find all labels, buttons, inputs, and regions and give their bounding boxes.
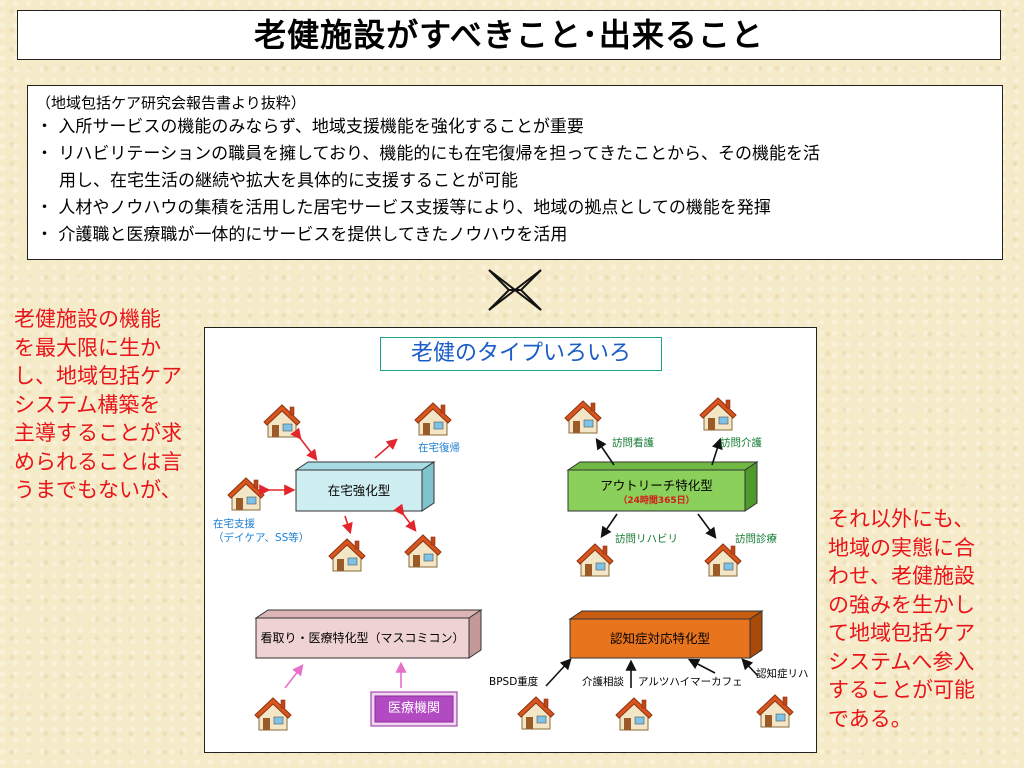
house-icon: [516, 693, 556, 733]
home-focus-box-label: 在宅強化型: [327, 483, 391, 498]
hospital-box-label: 医療機関: [387, 701, 440, 716]
house-icon: [698, 394, 738, 434]
excerpt-source: （地域包括ケア研究会報告書より抜粋）: [36, 94, 306, 112]
page-title: 老健施設がすべきこと･出来ること: [17, 10, 1001, 60]
house-icon: [413, 399, 453, 439]
right-note-line: て地域包括ケア: [828, 621, 975, 645]
left-note-line: うまでもないが、: [14, 478, 182, 502]
house-icon: [226, 474, 266, 514]
label-home-support-detail: （デイケア、SS等）: [213, 532, 310, 544]
left-note: 老健施設の機能 を最大限に生か し、地域包括ケア システム構築を 主導することが…: [14, 305, 209, 505]
outreach-box-sublabel: （24時間365日）: [618, 496, 695, 506]
panel-title: 老健のタイプいろいろ: [380, 337, 662, 371]
right-note-line: システムへ参入: [828, 649, 975, 674]
house-icon: [575, 540, 615, 580]
label-visit-rehab: 訪問リハビリ: [615, 533, 678, 545]
cross-multiply-icon: [488, 269, 542, 311]
dementia-box-label: 認知症対応特化型: [609, 631, 710, 646]
label-bpsd: BPSD重度: [489, 676, 539, 688]
house-icon: [262, 401, 302, 441]
excerpt-bullet: ・ 人材やノウハウの集積を活用した居宅サービス支援等により、地域の拠点としての機…: [36, 198, 771, 218]
right-note-line: それ以外にも、: [828, 507, 975, 531]
excerpt-bullet-continuation: 用し、在宅生活の継続や拡大を具体的に支援することが可能: [59, 171, 518, 191]
right-note-line: わせ、老健施設: [828, 564, 975, 588]
label-care-consult: 介護相談: [582, 676, 624, 688]
house-icon: [327, 535, 367, 575]
right-note-line: することが可能: [828, 678, 975, 702]
house-icon: [703, 540, 743, 580]
label-visit-care: 訪問介護: [720, 437, 762, 449]
house-icon: [755, 691, 795, 731]
excerpt-bullet: ・ 入所サービスの機能のみならず、地域支援機能を強化することが重要: [36, 117, 584, 137]
right-note: それ以外にも、 地域の実態に合 わせ、老健施設 の強みを生かし て地域包括ケア …: [828, 505, 1018, 733]
label-home-return: 在宅復帰: [418, 442, 460, 454]
house-icon: [403, 531, 443, 571]
label-visit-medical: 訪問診療: [735, 533, 777, 545]
house-icon: [253, 694, 293, 734]
house-icon: [614, 694, 654, 734]
label-visit-nursing: 訪問看護: [612, 437, 654, 449]
types-panel: [204, 327, 817, 753]
label-dementia-rehab: 認知症リハ: [756, 668, 809, 680]
right-note-line: 地域の実態に合: [828, 535, 975, 560]
left-note-line: 老健施設の機能: [14, 307, 161, 331]
left-note-line: システム構築を: [14, 392, 161, 417]
left-note-line: を最大限に生か: [14, 335, 161, 360]
right-note-line: である。: [828, 706, 912, 731]
excerpt-bullet: ・ リハビリテーションの職員を擁しており、機能的にも在宅復帰を担ってきたことから…: [36, 144, 821, 164]
excerpt-bullet: ・ 介護職と医療職が一体的にサービスを提供してきたノウハウを活用: [36, 225, 568, 245]
house-icon: [563, 397, 603, 437]
medical-box-label: 看取り・医療特化型（マスコミコン）: [260, 631, 465, 645]
label-home-support: 在宅支援: [213, 518, 255, 530]
outreach-box-label: アウトリーチ特化型: [600, 478, 713, 493]
left-note-line: 主導することが求: [14, 421, 182, 445]
excerpt-box: （地域包括ケア研究会報告書より抜粋） ・ 入所サービスの機能のみならず、地域支援…: [27, 85, 1003, 260]
left-note-line: し、地域包括ケア: [14, 364, 182, 388]
left-note-line: められることは言: [14, 449, 182, 474]
right-note-line: の強みを生かし: [828, 592, 975, 617]
label-alzheimer-cafe: アルツハイマーカフェ: [638, 676, 743, 688]
